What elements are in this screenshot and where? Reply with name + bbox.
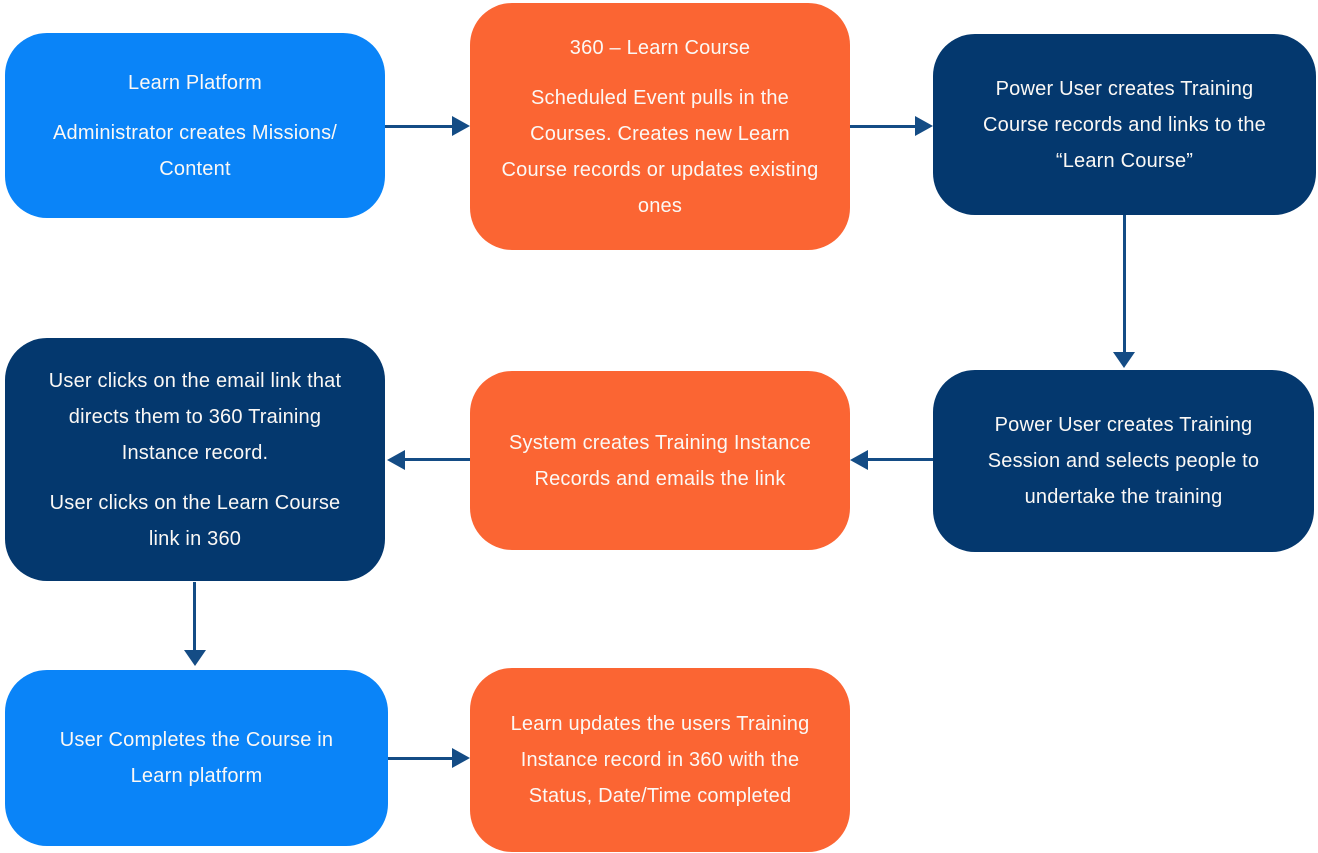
node-user-completes-course: User Completes the Course in Learn platf… bbox=[5, 670, 388, 846]
node-learn-updates-record: Learn updates the users Training Instanc… bbox=[470, 668, 850, 852]
arrowhead-right-icon bbox=[915, 116, 933, 136]
node-360-learn-course: 360 – Learn Course Scheduled Event pulls… bbox=[470, 3, 850, 250]
arrowhead-right-icon bbox=[452, 748, 470, 768]
node-text: User clicks on the email link that direc… bbox=[48, 369, 342, 464]
node-text: System creates Training Instance Records… bbox=[508, 431, 812, 490]
node-system-creates-instance: System creates Training Instance Records… bbox=[470, 371, 850, 550]
node-learn-platform: Learn Platform Administrator creates Mis… bbox=[5, 33, 385, 218]
arrow-shaft bbox=[405, 458, 470, 461]
arrow-shaft bbox=[850, 125, 915, 128]
node-text: Learn Platform bbox=[128, 71, 262, 94]
node-power-user-creates-course: Power User creates Training Course recor… bbox=[933, 34, 1316, 215]
arrowhead-left-icon bbox=[850, 450, 868, 470]
node-text: Power User creates Training Session and … bbox=[987, 414, 1260, 508]
arrow-shaft bbox=[868, 458, 933, 461]
arrow-shaft bbox=[193, 582, 196, 650]
node-text: Learn updates the users Training Instanc… bbox=[510, 713, 810, 807]
node-text: 360 – Learn Course bbox=[569, 36, 751, 59]
node-text: Administrator creates Missions/ Content bbox=[52, 121, 338, 180]
arrowhead-down-icon bbox=[1113, 352, 1135, 368]
node-text: User Completes the Course in Learn platf… bbox=[59, 729, 334, 787]
node-power-user-creates-session: Power User creates Training Session and … bbox=[933, 370, 1314, 552]
node-user-clicks-email-link: User clicks on the email link that direc… bbox=[5, 338, 385, 581]
arrowhead-down-icon bbox=[184, 650, 206, 666]
node-text: Scheduled Event pulls in the Courses. Cr… bbox=[501, 86, 819, 217]
arrowhead-left-icon bbox=[387, 450, 405, 470]
node-text: User clicks on the Learn Course link in … bbox=[49, 491, 341, 550]
arrowhead-right-icon bbox=[452, 116, 470, 136]
arrow-shaft bbox=[1123, 215, 1126, 352]
node-text: Power User creates Training Course recor… bbox=[982, 77, 1266, 172]
arrow-shaft bbox=[385, 125, 452, 128]
arrow-shaft bbox=[388, 757, 452, 760]
